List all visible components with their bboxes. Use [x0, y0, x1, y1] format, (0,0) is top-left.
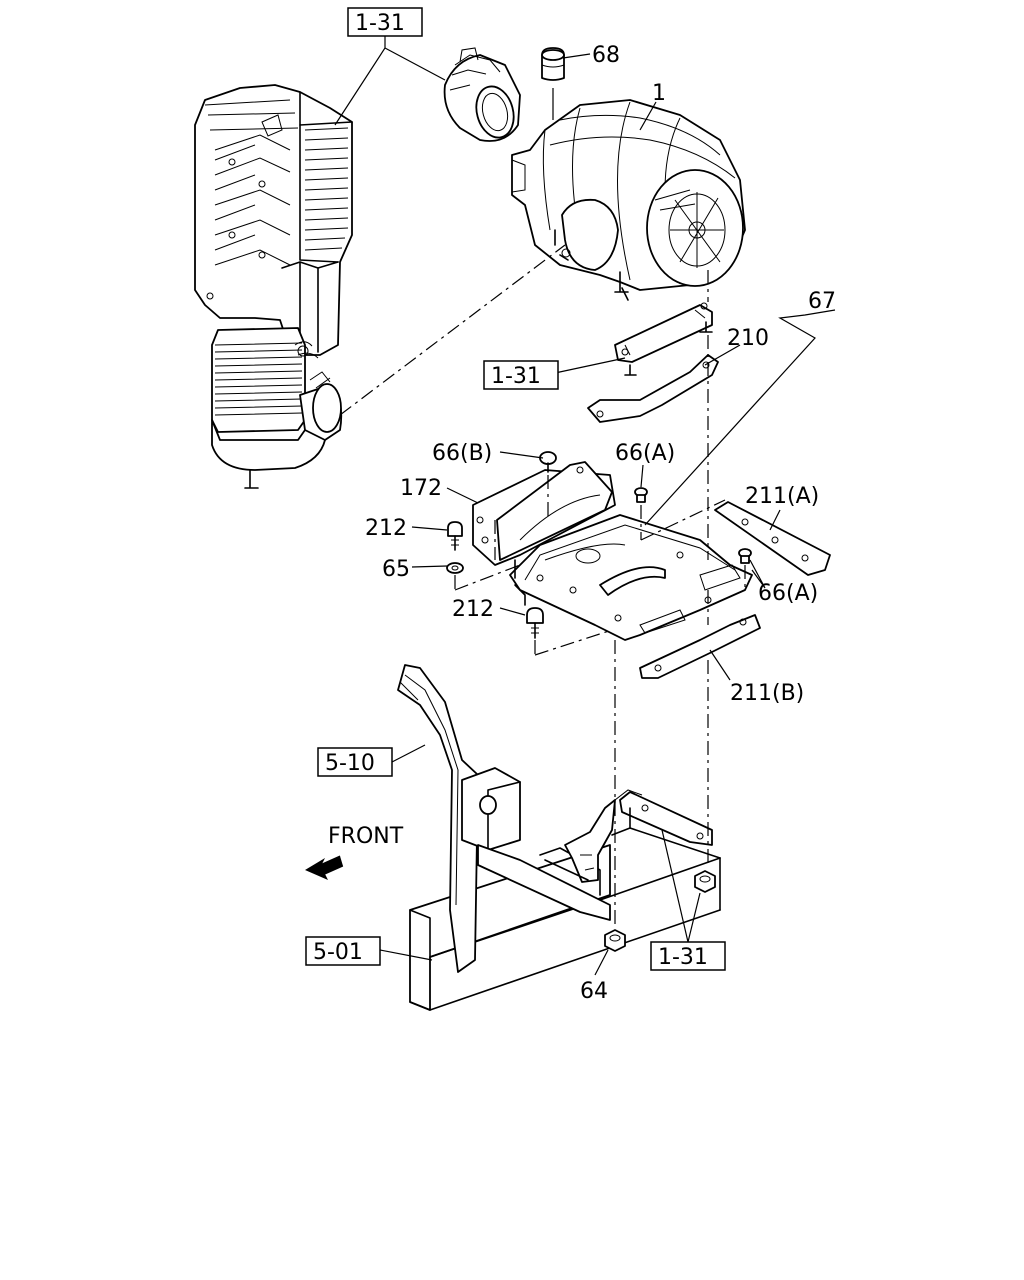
label-67: 67 — [808, 289, 836, 314]
ref-box-5-01[interactable]: 5-01 — [305, 936, 381, 966]
nut-right — [694, 870, 716, 893]
label-66a-right: 66(A) — [758, 581, 818, 606]
label-210: 210 — [727, 326, 769, 351]
nut-64 — [604, 929, 626, 952]
ref-1-31-mid-label: 1-31 — [491, 364, 541, 389]
ref-box-1-31-mid[interactable]: 1-31 — [483, 360, 559, 390]
bolt-212-top — [447, 521, 463, 551]
label-212-bottom: 212 — [452, 597, 494, 622]
hose-connector — [443, 47, 521, 142]
label-64: 64 — [580, 979, 608, 1004]
leader-lines — [334, 36, 836, 976]
label-1: 1 — [652, 81, 666, 106]
label-65: 65 — [382, 557, 410, 582]
fastener-66a-top — [634, 487, 648, 503]
label-211a: 211(A) — [745, 484, 819, 509]
fastener-66b — [539, 451, 557, 473]
ref-1-31-bottom-label: 1-31 — [658, 945, 708, 970]
ref-5-10-label: 5-10 — [325, 751, 375, 776]
air-cleaner — [511, 99, 746, 301]
ref-box-1-31-top[interactable]: 1-31 — [347, 7, 423, 37]
washer-65 — [446, 562, 464, 574]
chassis-frame — [397, 664, 721, 1011]
ref-box-5-10[interactable]: 5-10 — [317, 747, 393, 777]
ref-box-1-31-bottom[interactable]: 1-31 — [650, 941, 726, 971]
ref-5-01-label: 5-01 — [313, 940, 363, 965]
bracket-210 — [587, 302, 719, 423]
plate-211b — [639, 614, 761, 679]
label-66a-top: 66(A) — [615, 441, 675, 466]
ref-1-31-top-label: 1-31 — [355, 11, 405, 36]
label-212-top: 212 — [365, 516, 407, 541]
alignment-lines — [339, 244, 746, 928]
tray-172 — [472, 461, 753, 641]
label-68: 68 — [592, 43, 620, 68]
front-label: FRONT — [328, 824, 404, 849]
front-arrow — [305, 855, 344, 880]
fastener-66a-right — [738, 548, 752, 564]
label-172: 172 — [400, 476, 442, 501]
plate-211a — [714, 501, 831, 576]
label-211b: 211(B) — [730, 681, 804, 706]
label-66b: 66(B) — [432, 441, 492, 466]
intake-duct — [194, 84, 353, 489]
part-68-cap — [541, 47, 565, 120]
bolt-212-bottom — [526, 607, 544, 639]
